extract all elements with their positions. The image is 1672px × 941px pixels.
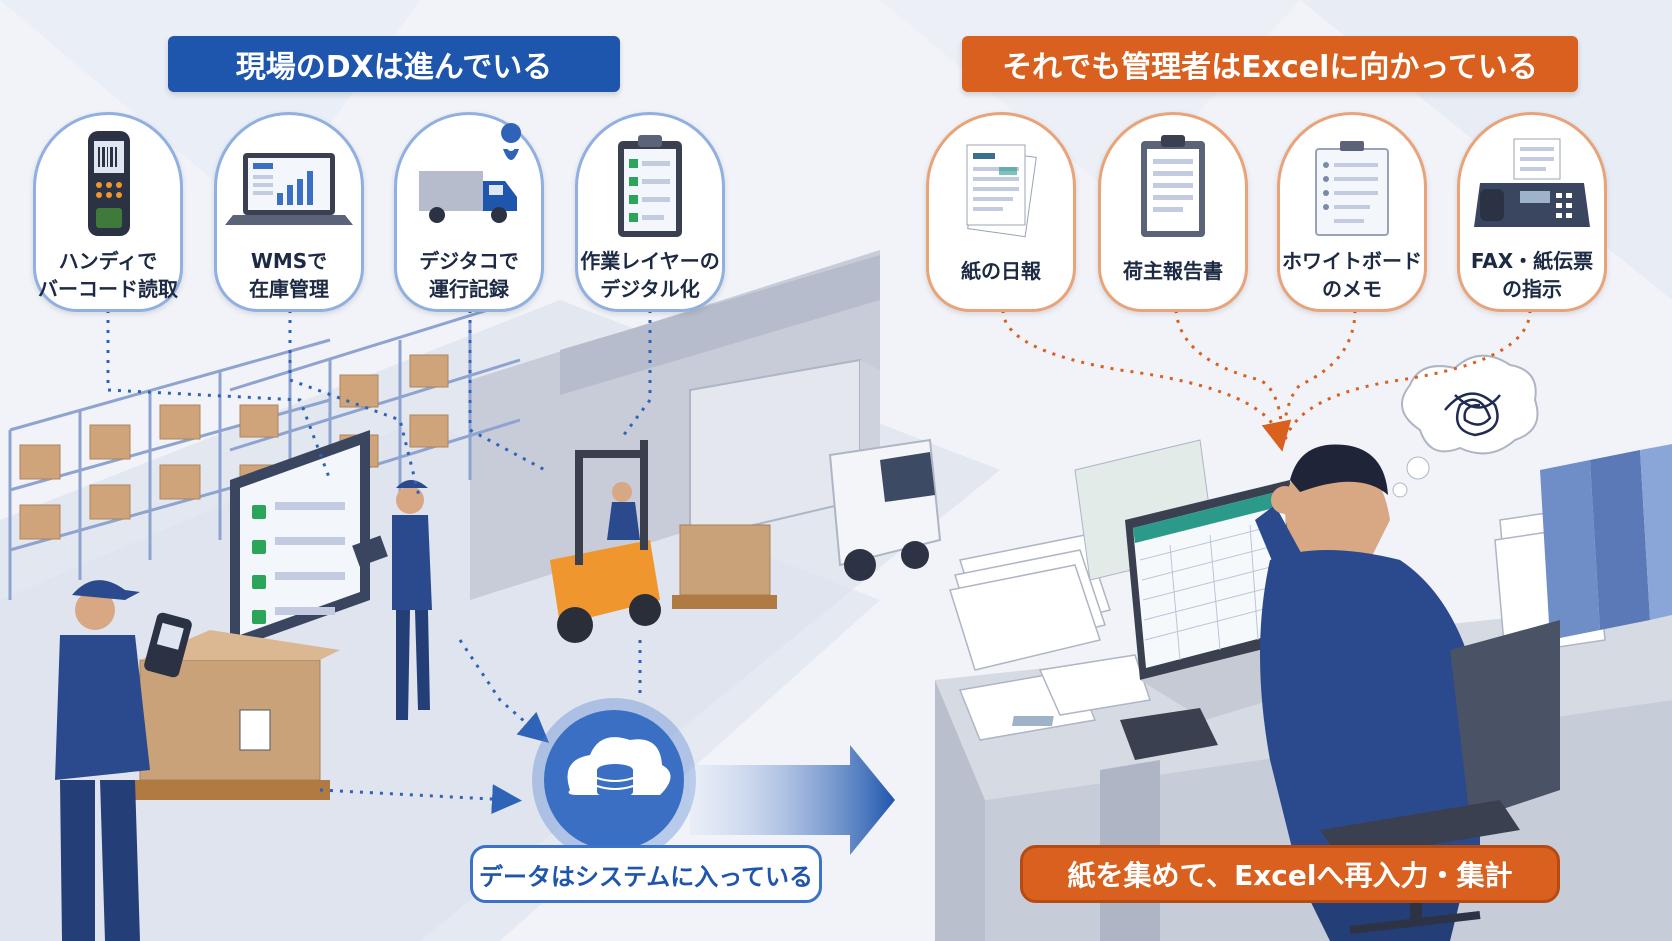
card-digital-tachograph: デジタコで運行記録 bbox=[394, 112, 544, 312]
card-line: バーコード読取 bbox=[38, 277, 178, 301]
left-banner: 現場のDXは進んでいる bbox=[168, 36, 620, 92]
worker-scanner bbox=[55, 580, 340, 941]
clipboard-report-icon bbox=[1141, 135, 1205, 237]
whiteboard-memo-icon bbox=[1315, 141, 1389, 236]
cloud-database-icon bbox=[532, 698, 696, 862]
card-line: デジタコで bbox=[419, 249, 519, 273]
calculator bbox=[1011, 708, 1218, 760]
right-banner: それでも管理者はExcelに向かっている bbox=[962, 36, 1578, 92]
card-line: WMSで bbox=[250, 249, 328, 273]
card-shipper-report: 荷主報告書 bbox=[1098, 112, 1248, 312]
big-right-arrow bbox=[690, 745, 895, 855]
truck bbox=[689, 358, 942, 581]
right-caption: 紙を集めて、Excelへ再入力・集計 bbox=[1020, 845, 1560, 903]
card-line: 荷主報告書 bbox=[1123, 259, 1223, 283]
card-handheld-scanning: ハンディでバーコード読取 bbox=[33, 112, 183, 312]
forklift bbox=[550, 440, 777, 643]
card-whiteboard-memo: ホワイトボードのメモ bbox=[1277, 112, 1427, 312]
laptop-dashboard-icon bbox=[225, 153, 353, 225]
card-wms: WMSで在庫管理 bbox=[214, 112, 364, 312]
left-caption: データはシステムに入っている bbox=[470, 845, 822, 903]
fax-machine-icon bbox=[1474, 138, 1590, 227]
truck-location-icon bbox=[419, 123, 522, 223]
thought-bubble bbox=[1392, 354, 1539, 498]
shelving-racks bbox=[8, 298, 521, 600]
card-line: デジタル化 bbox=[600, 277, 700, 301]
card-line: 運行記録 bbox=[429, 277, 509, 301]
card-line: 在庫管理 bbox=[249, 277, 329, 301]
card-line: FAX・紙伝票 bbox=[1470, 249, 1594, 273]
card-line: ハンディで bbox=[58, 249, 158, 273]
paper-report-icon bbox=[966, 144, 1037, 238]
card-line: ホワイトボード bbox=[1282, 249, 1422, 273]
clipboard-checklist-icon bbox=[618, 135, 682, 237]
card-line: 作業レイヤーの bbox=[580, 249, 720, 273]
card-line: 紙の日報 bbox=[961, 259, 1041, 283]
card-line: のメモ bbox=[1322, 277, 1382, 301]
card-line: の指示 bbox=[1502, 277, 1562, 301]
card-paper-daily-report: 紙の日報 bbox=[926, 112, 1076, 312]
card-work-layer: 作業レイヤーのデジタル化 bbox=[575, 112, 725, 312]
handheld-scanner-icon bbox=[88, 131, 130, 236]
binders bbox=[1540, 444, 1672, 640]
card-fax-paper-slip: FAX・紙伝票の指示 bbox=[1457, 112, 1607, 312]
